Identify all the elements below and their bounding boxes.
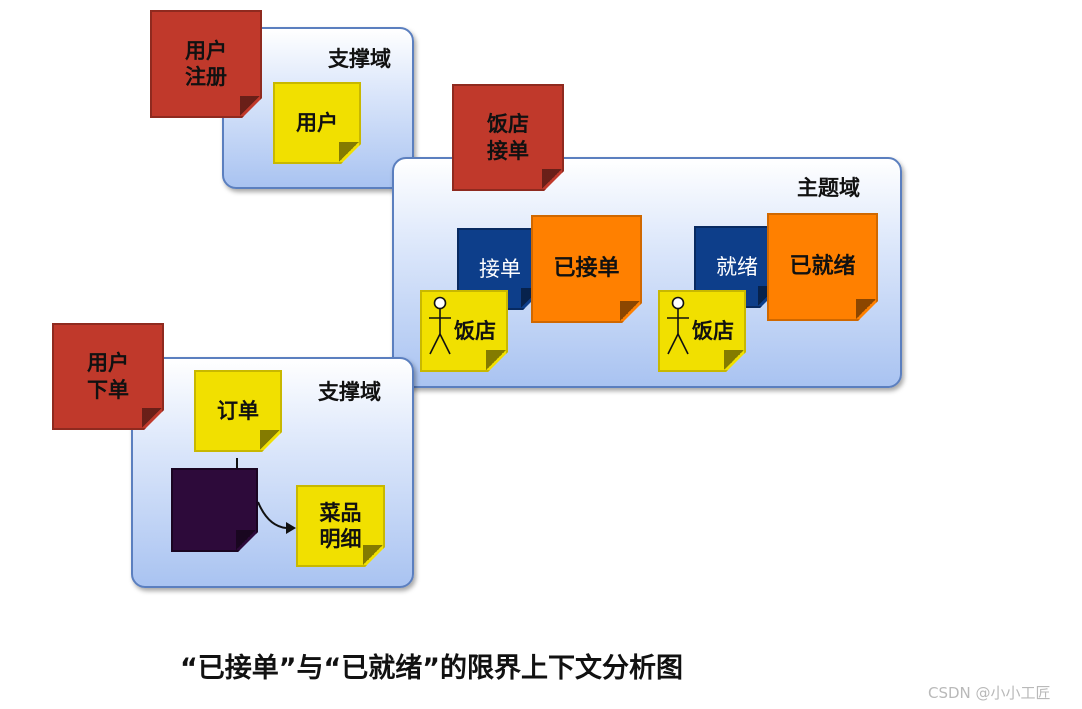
- command-user-register-label: 用户 注册: [185, 38, 227, 89]
- command-restaurant-accept-label: 饭店 接单: [487, 112, 529, 163]
- command-restaurant-accept: 饭店 接单: [452, 84, 564, 191]
- entity-user-label: 用户: [296, 110, 338, 135]
- command-accept-label: 接单: [479, 256, 521, 281]
- event-accepted-label: 已接单: [553, 256, 620, 282]
- entity-order-label: 订单: [217, 398, 259, 423]
- support-domain-bottom-label: 支撑域: [318, 380, 381, 404]
- event-ready: 已就绪: [767, 213, 878, 321]
- actor-restaurant-accept-label: 饭店: [454, 318, 496, 343]
- entity-user: 用户: [273, 82, 361, 164]
- command-user-order-label: 用户 下单: [87, 351, 129, 402]
- event-accepted: 已接单: [531, 215, 642, 323]
- command-ready-label: 就绪: [716, 254, 758, 279]
- actor-person-icon: [667, 296, 689, 355]
- event-ready-label: 已就绪: [789, 254, 856, 280]
- entity-order: 订单: [194, 370, 282, 452]
- diagram-caption: “已接单”与“已就绪”的限界上下文分析图: [180, 653, 683, 684]
- watermark: CSDN @小小工匠: [928, 684, 1051, 702]
- actor-restaurant-ready-label: 饭店: [692, 318, 734, 343]
- actor-restaurant-accept: 饭店: [420, 290, 508, 372]
- aggregate-block: [171, 468, 258, 552]
- theme-domain-label: 主题域: [797, 176, 860, 200]
- entity-dish-detail: 菜品 明细: [296, 485, 385, 567]
- command-user-order: 用户 下单: [52, 323, 164, 430]
- support-domain-top-label: 支撑域: [328, 47, 391, 71]
- entity-dish-detail-label: 菜品 明细: [319, 500, 362, 551]
- actor-person-icon: [429, 296, 451, 355]
- command-user-register: 用户 注册: [150, 10, 262, 118]
